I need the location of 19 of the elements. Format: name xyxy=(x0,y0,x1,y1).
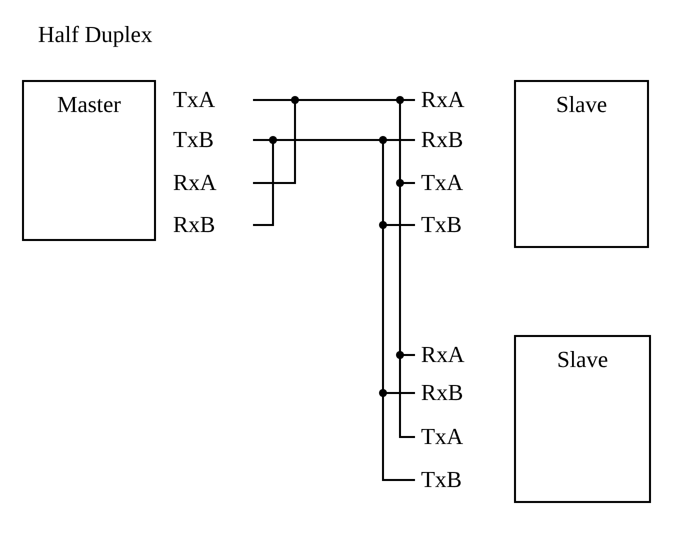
pin-label: TxB xyxy=(421,212,493,238)
device-name: Slave xyxy=(556,347,610,373)
pin-label: TxB xyxy=(173,127,245,153)
pin-label: RxB xyxy=(421,380,493,406)
pin-label: RxA xyxy=(421,342,493,368)
device-box xyxy=(22,80,156,241)
pin-label: TxB xyxy=(421,467,493,493)
pin-label: RxB xyxy=(421,127,493,153)
pin-label: RxA xyxy=(421,87,493,113)
pin-label: TxA xyxy=(173,87,245,113)
device-name: Slave xyxy=(554,92,608,118)
pin-label: TxA xyxy=(421,424,493,450)
pin-label: TxA xyxy=(421,170,493,196)
device-box xyxy=(514,80,649,248)
pin-label: RxA xyxy=(173,170,245,196)
pin-label: RxB xyxy=(173,212,245,238)
device-box xyxy=(514,335,651,503)
device-name: Master xyxy=(56,92,122,118)
diagram-title: Half Duplex xyxy=(38,22,152,48)
